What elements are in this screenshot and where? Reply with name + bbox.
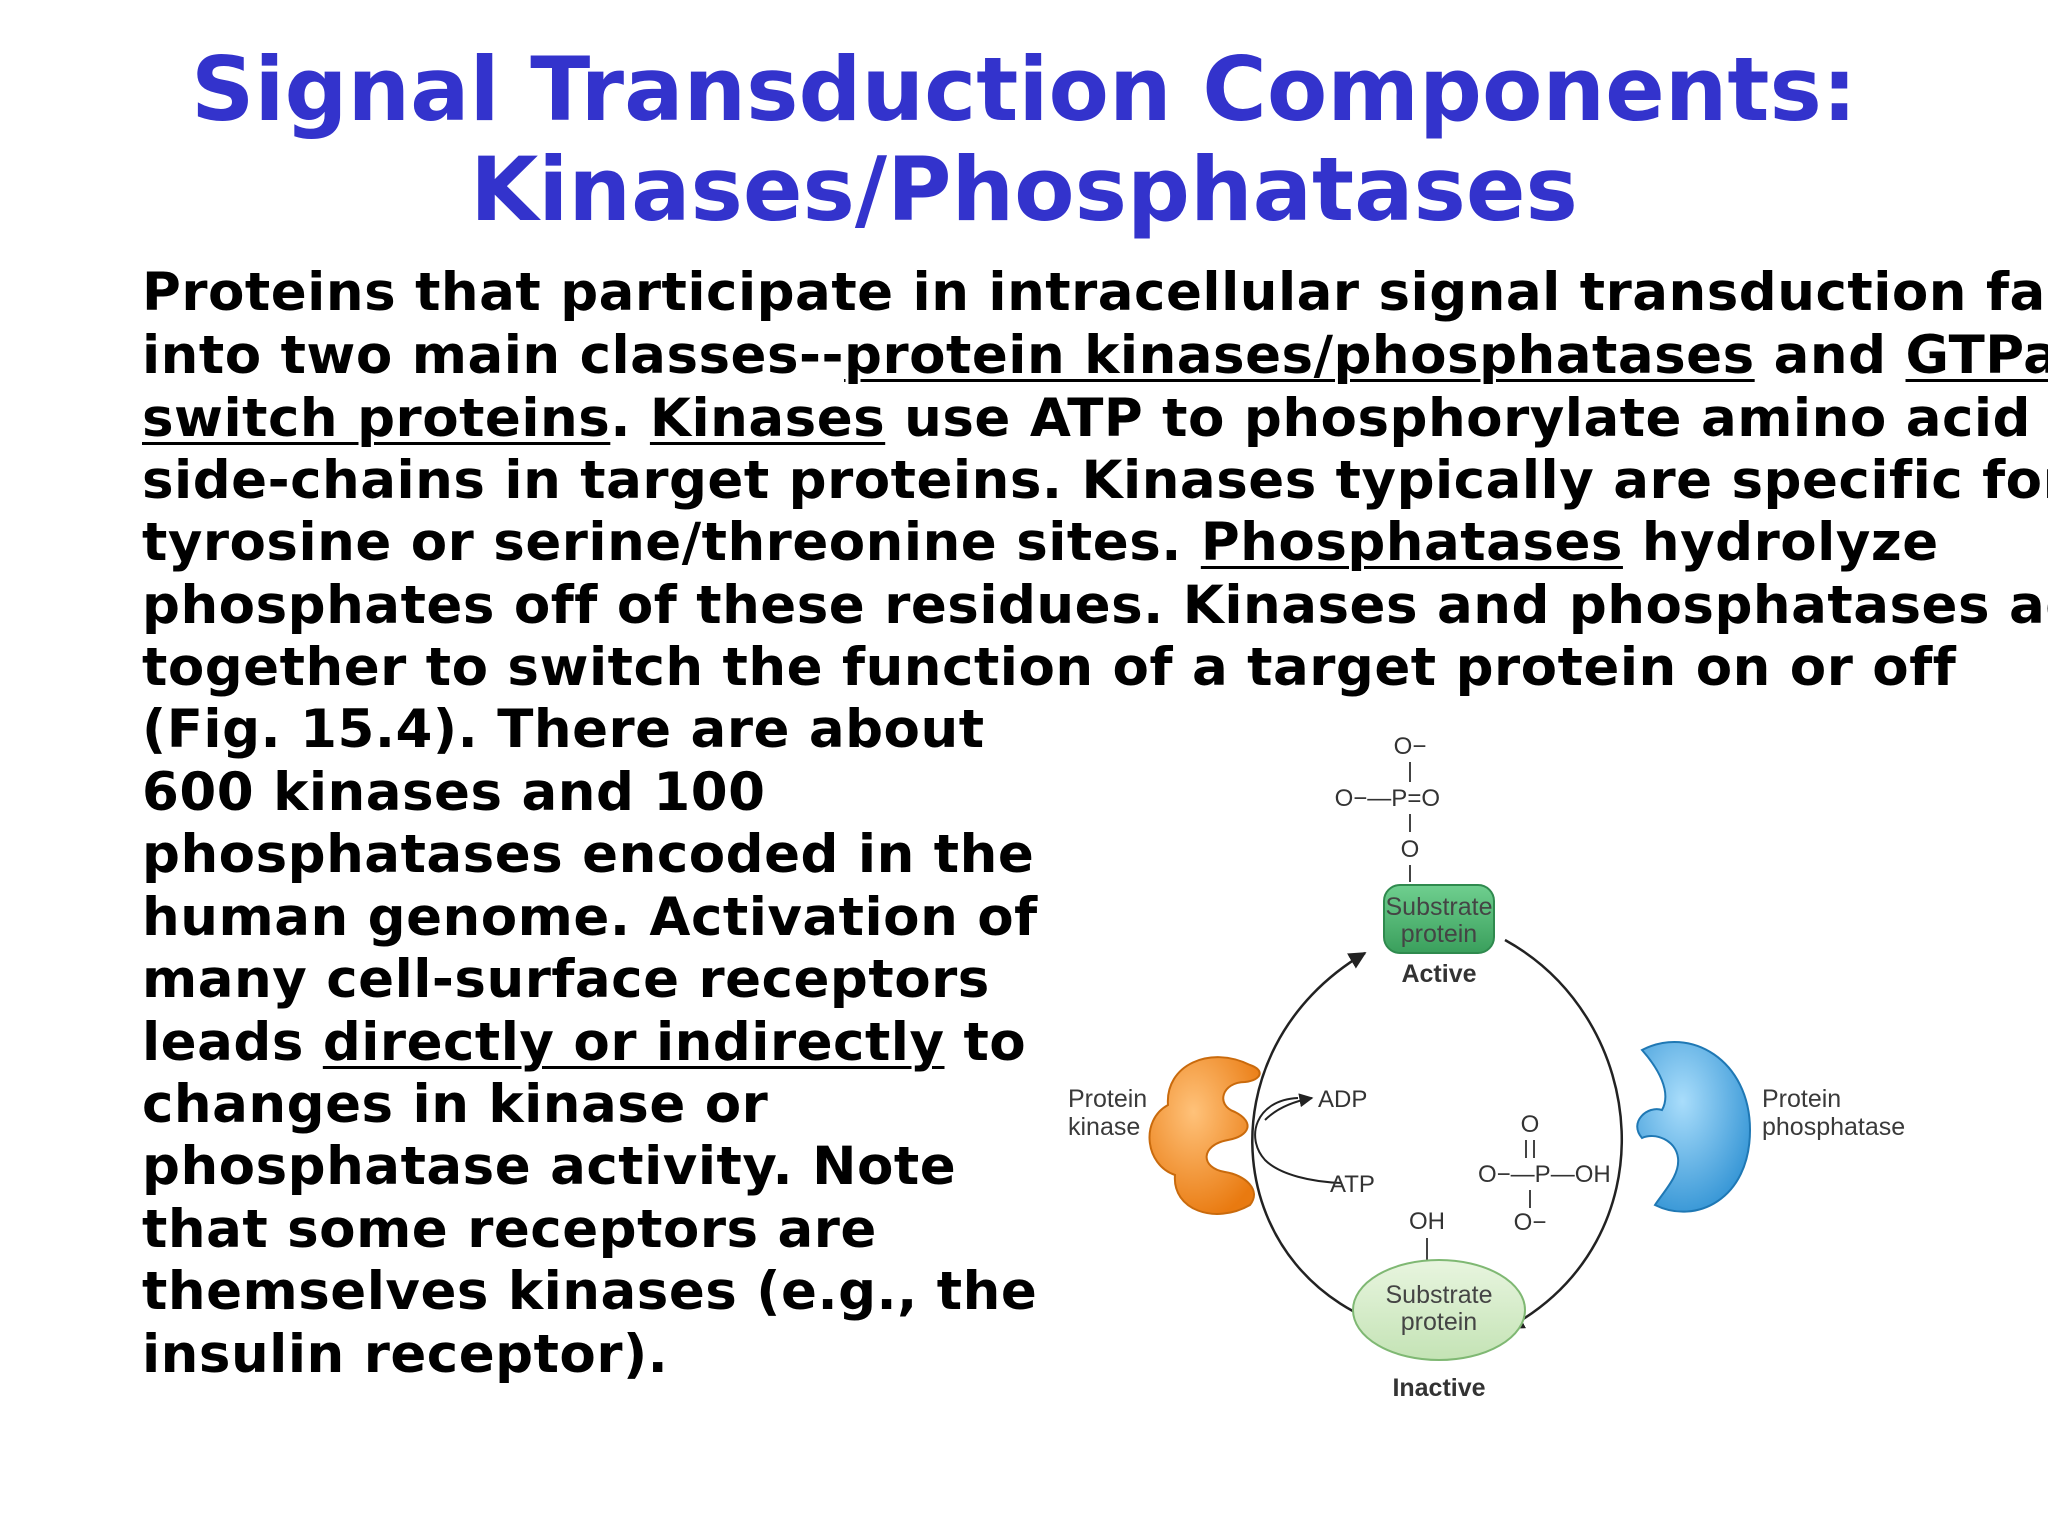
body-text: themselves kinases (e.g., the xyxy=(142,1261,1038,1322)
inactive-substrate-label-2: protein xyxy=(1401,1308,1477,1336)
atp-adp-arrow-lower xyxy=(1254,1097,1343,1184)
body-text: that some receptors are xyxy=(142,1199,877,1260)
phosphatase-label-1: Protein xyxy=(1762,1085,1841,1113)
active-substrate-label-2: protein xyxy=(1401,920,1477,948)
term-gtpase: GTPase xyxy=(1905,325,2048,386)
kinase-label-1: Protein xyxy=(1068,1085,1147,1113)
body-line: side-chains in target proteins. Kinases … xyxy=(142,450,2048,512)
term-kinases: Kinases xyxy=(649,388,886,449)
body-text: changes in kinase or xyxy=(142,1074,769,1135)
adp-label: ADP xyxy=(1318,1086,1367,1113)
protein-phosphatase-shape xyxy=(1636,1040,1752,1213)
body-line: Proteins that participate in intracellul… xyxy=(142,262,2048,324)
pi-mid-label: O−—P—OH xyxy=(1478,1161,1611,1188)
body-line: that some receptors are xyxy=(142,1199,877,1261)
body-text: use ATP to phosphorylate amino acid xyxy=(885,388,2031,449)
body-line: phosphatases encoded in the xyxy=(142,824,1034,886)
body-line: switch proteins. Kinases use ATP to phos… xyxy=(142,388,2030,450)
inactive-state-label: Inactive xyxy=(1392,1374,1485,1402)
phosphatase-label-2: phosphatase xyxy=(1762,1113,1905,1141)
phosphate-center-label: O−—P=O xyxy=(1335,785,1440,812)
atp-label: ATP xyxy=(1330,1171,1375,1198)
body-line: insulin receptor). xyxy=(142,1324,668,1386)
body-line: into two main classes--protein kinases/p… xyxy=(142,325,2048,387)
phosphatase-cycle-arrow xyxy=(1504,938,1623,1330)
body-line: changes in kinase or xyxy=(142,1074,768,1136)
body-line: phosphatase activity. Note xyxy=(142,1136,956,1198)
phosphate-bottom-o: O xyxy=(1401,836,1420,863)
body-text: human genome. Activation of xyxy=(142,887,1038,948)
body-text: phosphatase activity. Note xyxy=(142,1136,957,1197)
body-line: phosphates off of these residues. Kinase… xyxy=(142,575,2048,637)
term-protein-kinases-phosphatases: protein kinases/phosphatases xyxy=(844,325,1755,386)
body-line: themselves kinases (e.g., the xyxy=(142,1261,1037,1323)
active-substrate-box xyxy=(1383,884,1495,954)
body-text: (Fig. 15.4). There are about xyxy=(142,699,985,760)
body-text: many cell-surface receptors xyxy=(142,949,990,1010)
body-text: phosphatases encoded in the xyxy=(142,824,1035,885)
body-text: hydrolyze xyxy=(1622,512,1939,573)
body-text: . xyxy=(610,388,650,449)
kinase-cycle-arrow xyxy=(1251,951,1401,1332)
phosphate-top-o-minus: O− xyxy=(1394,733,1427,760)
body-line: tyrosine or serine/threonine sites. Phos… xyxy=(142,512,1939,574)
term-switch-proteins: switch proteins xyxy=(142,388,611,449)
inactive-substrate-ellipse xyxy=(1352,1259,1526,1361)
body-text: and xyxy=(1754,325,1906,386)
body-line: together to switch the function of a tar… xyxy=(142,637,1956,699)
slide-title-line-1: Signal Transduction Components: xyxy=(190,38,1858,141)
body-text: side-chains in target proteins. Kinases … xyxy=(142,450,2048,511)
atp-adp-arrow-upper xyxy=(1264,1093,1314,1121)
active-substrate-label-1: Substrate xyxy=(1385,893,1492,921)
term-directly-or-indirectly: directly or indirectly xyxy=(322,1012,945,1073)
active-state-label: Active xyxy=(1401,960,1476,988)
body-text: to xyxy=(944,1012,1027,1073)
body-line: human genome. Activation of xyxy=(142,887,1038,949)
body-text: into two main classes-- xyxy=(142,325,845,386)
body-text: insulin receptor). xyxy=(142,1324,669,1385)
kinase-phosphatase-cycle-diagram: O− O−—P=O O Substrate protein Active ADP… xyxy=(1068,733,1905,1402)
body-line: 600 kinases and 100 xyxy=(142,762,766,824)
body-text: phosphates off of these residues. Kinase… xyxy=(142,575,2048,636)
body-text: tyrosine or serine/threonine sites. xyxy=(142,512,1201,573)
pi-top-o: O xyxy=(1521,1111,1540,1138)
pi-bottom-label: O− xyxy=(1514,1209,1547,1236)
body-line: leads directly or indirectly to xyxy=(142,1012,1026,1074)
body-text: 600 kinases and 100 xyxy=(142,762,766,823)
oh-label: OH xyxy=(1409,1208,1445,1235)
term-phosphatases: Phosphatases xyxy=(1200,512,1623,573)
body-text: together to switch the function of a tar… xyxy=(142,637,1957,698)
slide-title-line-2: Kinases/Phosphatases xyxy=(470,138,1578,241)
body-text: leads xyxy=(142,1012,323,1073)
inactive-substrate-label-1: Substrate xyxy=(1385,1281,1492,1309)
protein-kinase-shape xyxy=(1148,1056,1261,1215)
body-line: many cell-surface receptors xyxy=(142,949,990,1011)
kinase-label-2: kinase xyxy=(1068,1113,1140,1141)
body-line: (Fig. 15.4). There are about xyxy=(142,699,985,761)
body-text: Proteins that participate in intracellul… xyxy=(142,262,2048,323)
